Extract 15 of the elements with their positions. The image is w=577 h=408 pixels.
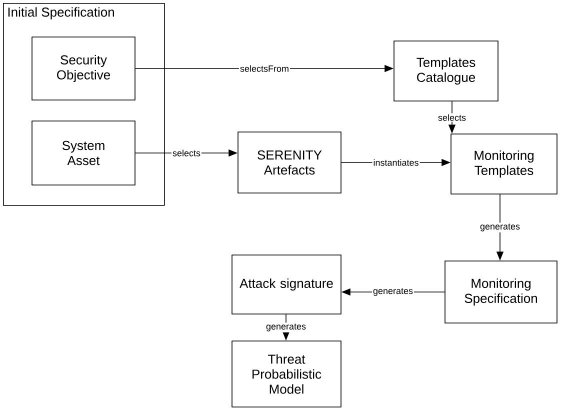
- process-box: SERENITY Artefacts: [238, 132, 342, 194]
- process-box: Monitoring Specification: [444, 260, 558, 324]
- process-box: System Asset: [32, 120, 136, 186]
- edge-label: selectsFrom: [240, 65, 288, 72]
- edge-label: selects: [172, 150, 200, 156]
- process-box: Threat Probabilistic Model: [232, 340, 342, 408]
- process-box: Attack signature: [232, 254, 342, 314]
- edge-label: instantiates: [374, 159, 418, 166]
- process-box: Monitoring Templates: [450, 134, 558, 194]
- process-box: Templates Catalogue: [394, 40, 498, 102]
- edge-label: generates: [266, 324, 306, 332]
- process-box: Security Objective: [32, 36, 136, 100]
- edge-label: selects: [438, 114, 466, 121]
- edge-label: generates: [480, 224, 520, 232]
- edge-label: generates: [373, 288, 413, 296]
